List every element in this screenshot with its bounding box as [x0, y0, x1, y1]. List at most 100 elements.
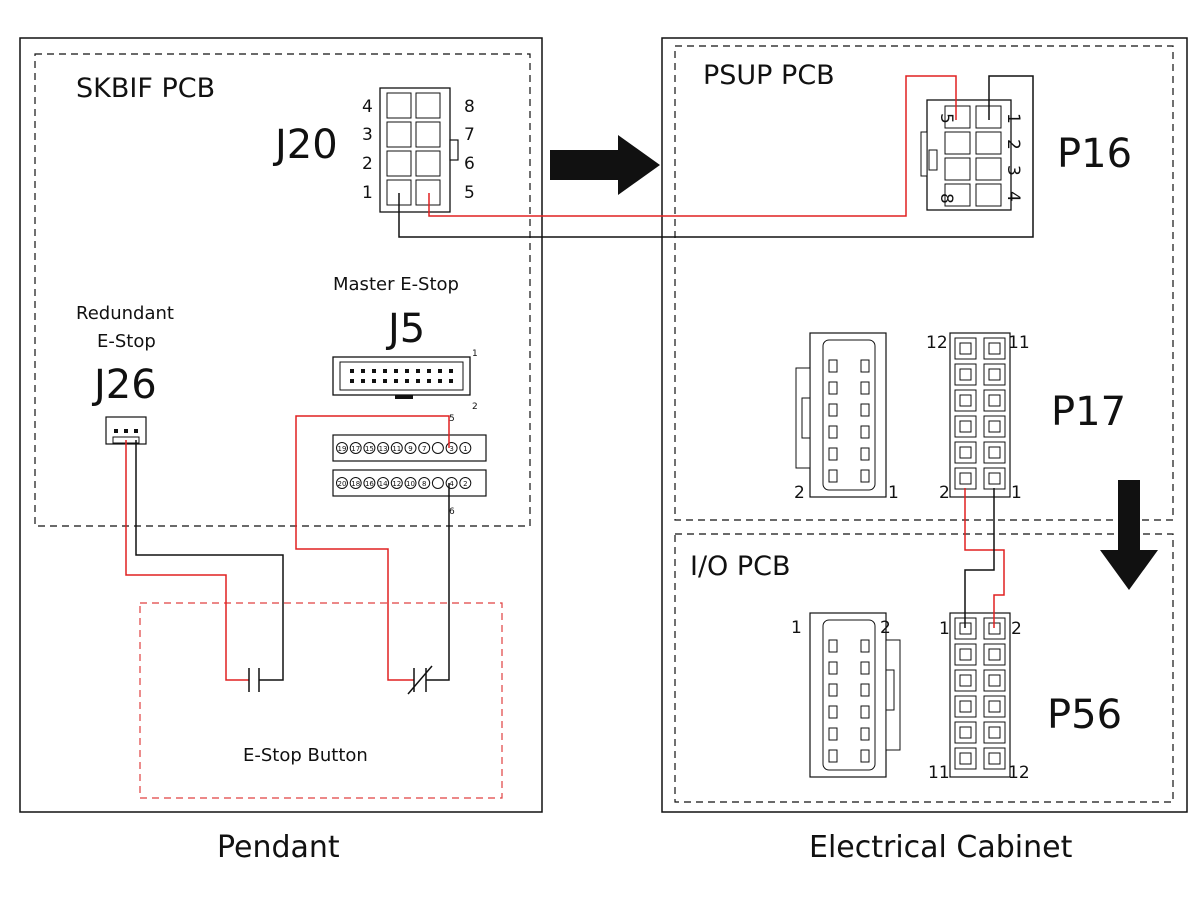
nc-contact-symbol	[407, 665, 433, 695]
j5-bottom-pin	[390, 477, 403, 489]
psup-pcb-label: PSUP PCB	[703, 60, 835, 91]
j5-top-pin-number: 15	[365, 445, 374, 453]
j5-top-pin-number: 17	[351, 445, 360, 453]
j5-bottom-pin-number: 8	[422, 480, 426, 488]
p17-side-left-label: 2	[794, 483, 805, 503]
j20-pin-8: 8	[464, 97, 475, 117]
p56-pin-1-label: 1	[939, 619, 950, 639]
j20-pin-7: 7	[464, 125, 475, 145]
p16-pin-2: 2	[1003, 139, 1023, 150]
p56-pin-2-label: 2	[1011, 619, 1022, 639]
j5-pin-2-label: 2	[472, 402, 478, 412]
p56-pin-12-label: 12	[1008, 763, 1030, 783]
j20-connector	[379, 87, 459, 213]
wire-j5-red	[295, 415, 450, 681]
j5-top-pin-number: 1	[463, 445, 467, 453]
wire-p17-p56-red	[964, 488, 1005, 628]
p17-pin-11-label: 11	[1008, 333, 1030, 353]
io-pcb-label: I/O PCB	[690, 551, 791, 582]
j5-top-pin	[459, 442, 472, 454]
j5-bottom-pin	[349, 477, 362, 489]
j5-bottom-pin-number: 4	[449, 480, 454, 488]
p56-front-view	[949, 612, 1011, 778]
j20-pin-6: 6	[464, 154, 475, 174]
j5-bottom-pin	[418, 477, 431, 489]
j5-top-pin-number: 13	[379, 445, 388, 453]
j20-pin-1: 1	[362, 183, 373, 203]
p17-pin-1-label: 1	[1011, 483, 1022, 503]
j5-top-pin-number: 7	[422, 445, 426, 453]
j5-bottom-pin	[363, 477, 376, 489]
wire-j26-black	[135, 440, 284, 681]
p16-pin-8: 8	[936, 193, 956, 204]
estop-button-label: E-Stop Button	[243, 745, 368, 766]
j5-bottom-pin-number: 2	[463, 480, 467, 488]
p56-side-right-label: 2	[880, 618, 891, 638]
j5-bottom-pin-number: 10	[406, 480, 415, 488]
j5-bottom-pin-number: 20	[338, 480, 347, 488]
j5-bottom-pin	[377, 477, 390, 489]
skbif-pcb-box	[34, 53, 531, 527]
io-pcb-box	[674, 533, 1174, 803]
j20-label: J20	[272, 122, 338, 168]
j5-title: Master E-Stop	[333, 274, 459, 295]
estop-button-box	[139, 602, 503, 799]
j5-top-pin	[431, 442, 444, 454]
wire-j5-black	[426, 483, 450, 681]
j5-pin-dots	[350, 369, 453, 383]
wire-j20-p16-black	[398, 75, 1034, 238]
p16-pin-1: 1	[1003, 113, 1023, 124]
p16-pin-5: 5	[936, 113, 956, 124]
j5-top-pin	[390, 442, 403, 454]
arrow-right-icon	[550, 135, 660, 195]
j5-bottom-pin	[431, 477, 444, 489]
j5-bottom-pin	[336, 477, 348, 489]
j5-bottom-pin-number: 16	[365, 480, 374, 488]
j5-top-pin	[363, 442, 376, 454]
j5-top-pin	[404, 442, 417, 454]
j5-bottom-pin-number: 12	[392, 480, 401, 488]
j5-header	[332, 356, 471, 399]
p17-side-view	[795, 332, 887, 498]
j5-label: J5	[385, 306, 425, 352]
j5-pinout-bottom: 20 18 16 14 12 10 8 4 2	[332, 469, 487, 497]
p56-side-left-label: 1	[791, 618, 802, 638]
j20-pin-5: 5	[464, 183, 475, 203]
j20-pin-3: 3	[362, 125, 373, 145]
j5-bottom-pin-number: 14	[379, 480, 388, 488]
j5-pin-6-label: 6	[449, 507, 455, 517]
j5-top-pin	[377, 442, 390, 454]
psup-pcb-box	[674, 45, 1174, 521]
j5-top-pin	[349, 442, 362, 454]
j5-top-pin-number: 19	[338, 445, 347, 453]
p17-pin-2-label: 2	[939, 483, 950, 503]
wire-j20-p16-red	[428, 75, 957, 217]
cabinet-caption: Electrical Cabinet	[809, 830, 1073, 865]
j26-connector	[105, 416, 147, 445]
p16-pin-3: 3	[1003, 165, 1023, 176]
j5-top-pin-number: 11	[392, 445, 401, 453]
pendant-caption: Pendant	[217, 830, 340, 865]
cabinet-box	[661, 37, 1188, 813]
j5-pin-5-label: 5	[449, 414, 455, 424]
j26-label: J26	[91, 362, 157, 408]
j5-pinout-top: 19 17 15 13 11 9 7 3 1	[332, 434, 487, 462]
j26-title-line1: Redundant	[76, 303, 174, 324]
p56-side-view	[809, 612, 901, 778]
skbif-pcb-label: SKBIF PCB	[76, 73, 215, 104]
j26-title-line2: E-Stop	[97, 331, 156, 352]
j5-top-pin-number: 3	[449, 445, 453, 453]
no-contact-symbol	[248, 668, 260, 692]
wire-j26-red	[125, 440, 249, 681]
p16-label: P16	[1057, 131, 1132, 177]
p56-label: P56	[1047, 692, 1122, 738]
arrow-down-icon	[1100, 480, 1158, 590]
j5-bottom-pin	[459, 477, 472, 489]
j20-pin-4: 4	[362, 97, 373, 117]
pendant-box	[19, 37, 543, 813]
j5-bottom-pin-number: 18	[351, 480, 360, 488]
j5-top-pin-number: 9	[408, 445, 412, 453]
p17-front-view	[949, 332, 1011, 498]
p17-label: P17	[1051, 389, 1126, 435]
